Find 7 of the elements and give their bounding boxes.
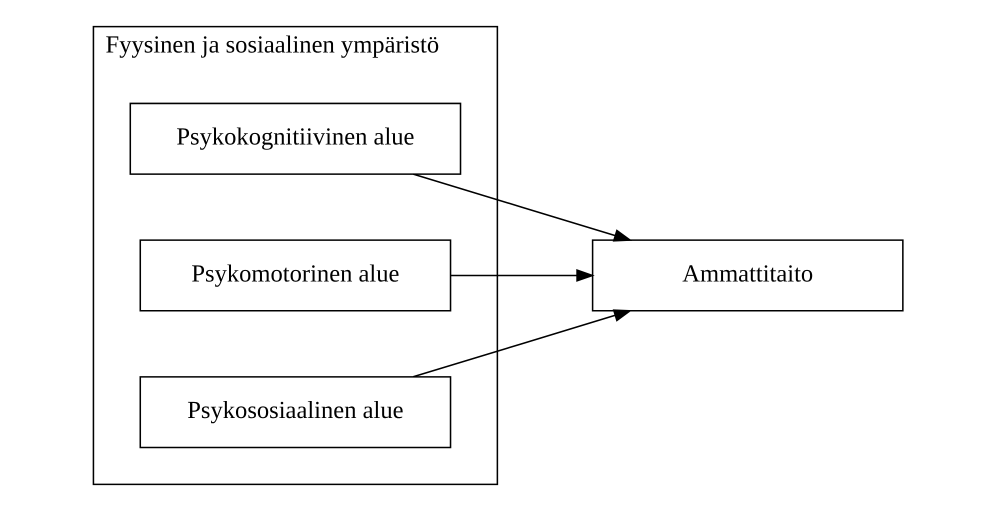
arrow (450, 269, 595, 282)
arrow (413, 173, 632, 242)
arrow (413, 309, 632, 378)
node-box: Ammattitaito (592, 239, 904, 312)
node-box: Psykososiaalinen alue (140, 376, 452, 448)
node-box: Psykokognitiivinen alue (130, 102, 462, 175)
node-box: Psykomotorinen alue (140, 239, 452, 312)
